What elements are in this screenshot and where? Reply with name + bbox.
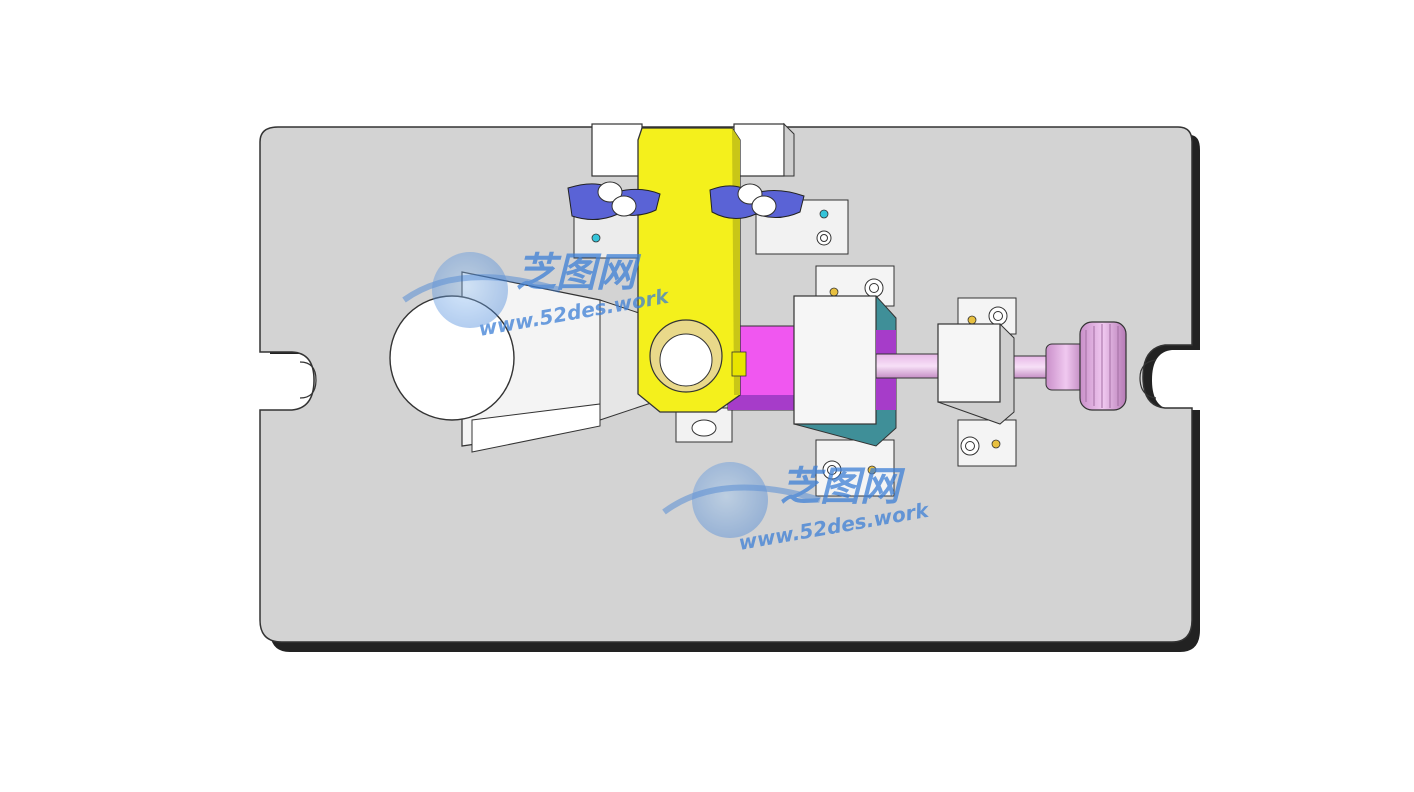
wing-nut-right <box>709 183 805 219</box>
top-brackets <box>573 122 849 259</box>
watermark-globe-icon <box>432 252 508 328</box>
guide-block <box>793 265 897 497</box>
watermark-brand: 芝图网 <box>780 464 906 510</box>
wing-nut-left <box>567 181 661 220</box>
bracket-right <box>733 123 785 177</box>
bracket-right-lower <box>755 199 849 255</box>
second-guide-block <box>937 297 1017 467</box>
left-slot <box>299 361 317 399</box>
bracket-left <box>591 123 643 177</box>
handle-knob <box>1045 321 1127 411</box>
slide-block <box>727 325 801 411</box>
right-slot <box>1139 359 1157 399</box>
watermark-brand: 芝图网 <box>516 250 642 296</box>
lower-nut-block <box>675 407 733 443</box>
clamp-arm <box>637 127 747 413</box>
shaft <box>875 353 1049 379</box>
watermark-globe-icon <box>692 462 768 538</box>
